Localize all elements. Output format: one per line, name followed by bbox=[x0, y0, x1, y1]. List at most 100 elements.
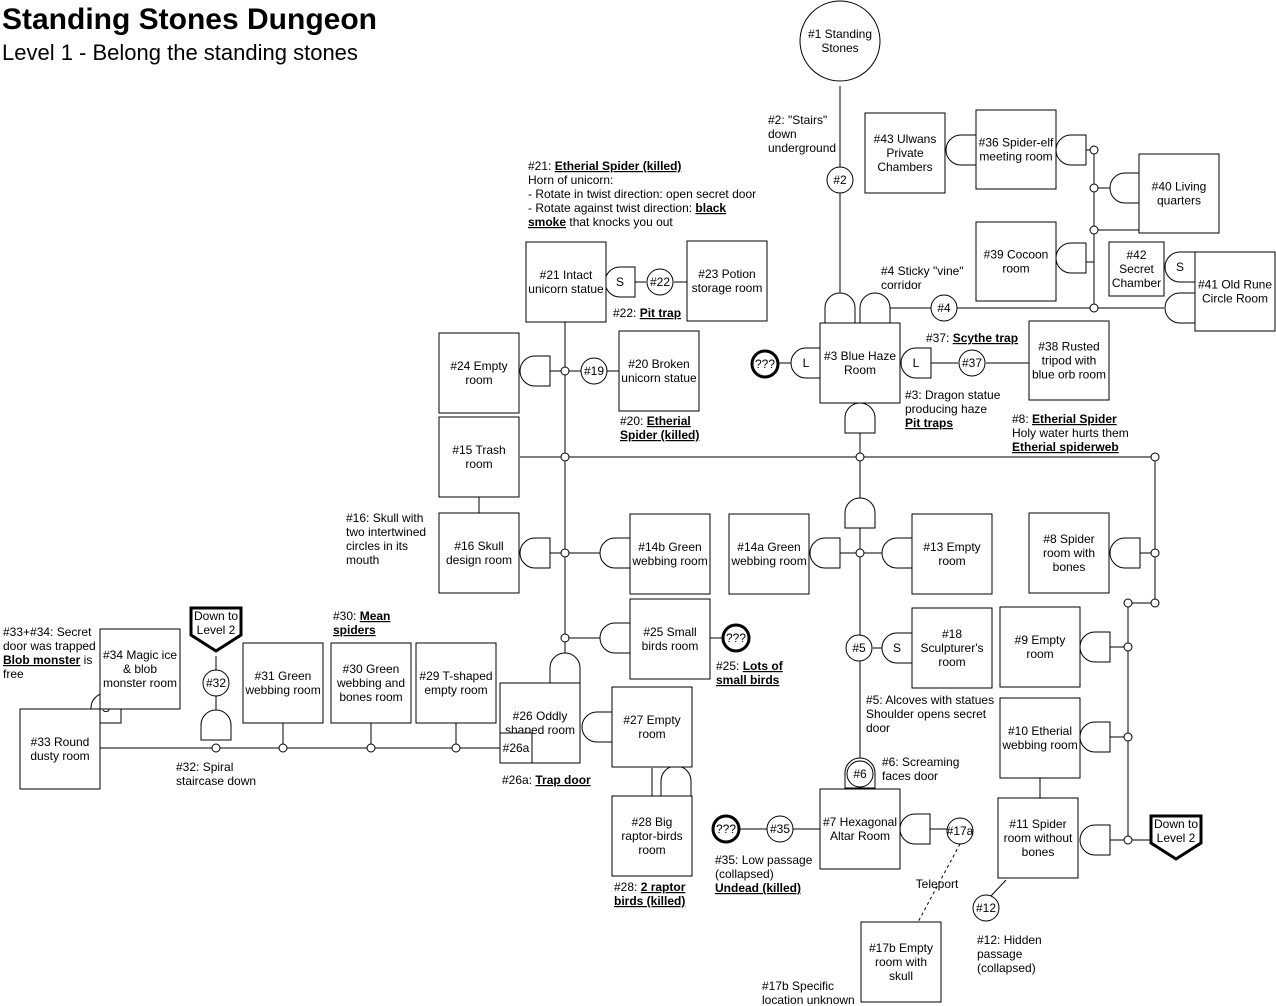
node-unknown-35[interactable]: ??? bbox=[711, 814, 741, 844]
door-39[interactable] bbox=[1055, 242, 1087, 274]
node-2[interactable]: #2 bbox=[826, 166, 854, 194]
door-3-north-b[interactable] bbox=[859, 292, 891, 324]
node-19[interactable]: #19 bbox=[580, 357, 608, 385]
door-25[interactable] bbox=[599, 622, 631, 654]
note-16-line-3: circles in its bbox=[346, 539, 408, 553]
node-5[interactable]: #5 bbox=[845, 634, 873, 662]
room-26a[interactable]: #26a bbox=[499, 732, 533, 764]
door-10[interactable] bbox=[1079, 721, 1111, 753]
node-6-label-1: #6 bbox=[853, 767, 867, 781]
door-27[interactable] bbox=[581, 711, 613, 743]
node-22[interactable]: #22 bbox=[646, 268, 674, 296]
note-25-line-2: small birds bbox=[716, 673, 780, 687]
door-8[interactable] bbox=[1109, 537, 1141, 569]
door-36[interactable] bbox=[1055, 134, 1087, 166]
door-28[interactable] bbox=[660, 765, 692, 797]
room-29-label-2: empty room bbox=[424, 683, 487, 697]
door-41-secret[interactable]: S bbox=[1164, 251, 1196, 283]
room-30-label-2: webbing and bbox=[336, 676, 405, 690]
door-24[interactable] bbox=[519, 355, 551, 387]
room-34-label-3: monster room bbox=[103, 676, 177, 690]
door-41-secret-label: S bbox=[1176, 260, 1184, 274]
door-16[interactable] bbox=[519, 537, 551, 569]
door-11[interactable] bbox=[1079, 824, 1111, 856]
door-3-north-a[interactable] bbox=[824, 292, 856, 324]
door-26[interactable] bbox=[549, 652, 581, 684]
door-18-secret[interactable]: S bbox=[881, 632, 913, 664]
door-40[interactable] bbox=[1109, 172, 1141, 204]
room-17b-label-2: room with bbox=[875, 955, 927, 969]
node-12[interactable]: #12 bbox=[972, 894, 1000, 922]
room-24-label-1: #24 Empty bbox=[450, 359, 507, 373]
node-35[interactable]: #35 bbox=[766, 815, 794, 843]
junction bbox=[560, 548, 570, 558]
node-17a[interactable]: #17a bbox=[946, 817, 974, 845]
door-14-stack[interactable] bbox=[844, 497, 876, 529]
note-26a-line-1: #26a: Trap door bbox=[502, 773, 591, 787]
connectors bbox=[100, 86, 1175, 923]
node-37[interactable]: #37 bbox=[958, 349, 986, 377]
door-37-lock[interactable]: L bbox=[900, 347, 932, 379]
room-18-label-3: room bbox=[938, 655, 965, 669]
door-14a[interactable] bbox=[809, 537, 841, 569]
node-4[interactable]: #4 bbox=[930, 294, 958, 322]
note-37: #37: Scythe trap bbox=[926, 331, 1018, 345]
door-3-south[interactable] bbox=[844, 402, 876, 434]
door-3-west[interactable]: L bbox=[790, 347, 822, 379]
node-35-label-1: #35 bbox=[770, 822, 790, 836]
node-32[interactable]: #32 bbox=[202, 669, 230, 697]
node-6[interactable]: #6 bbox=[846, 760, 874, 788]
door-7[interactable] bbox=[899, 813, 931, 845]
room-7-label-2: Altar Room bbox=[830, 829, 890, 843]
door-21-secret[interactable]: S bbox=[604, 266, 636, 298]
note-12-line-1: #12: Hidden bbox=[977, 933, 1042, 947]
node-unknown-west-3[interactable]: ??? bbox=[750, 349, 780, 379]
stairs-east-label-2: Level 2 bbox=[1157, 831, 1196, 845]
door-32[interactable] bbox=[200, 709, 232, 741]
door-41[interactable] bbox=[1164, 292, 1196, 324]
door-14b[interactable] bbox=[599, 537, 631, 569]
door-9[interactable] bbox=[1079, 631, 1111, 663]
door-13[interactable] bbox=[881, 537, 913, 569]
node-4-label-1: #4 bbox=[937, 301, 951, 315]
room-18-label-2: Sculpturer's bbox=[921, 641, 984, 655]
door-43[interactable] bbox=[945, 134, 977, 166]
node-unknown-25[interactable]: ??? bbox=[721, 623, 751, 653]
